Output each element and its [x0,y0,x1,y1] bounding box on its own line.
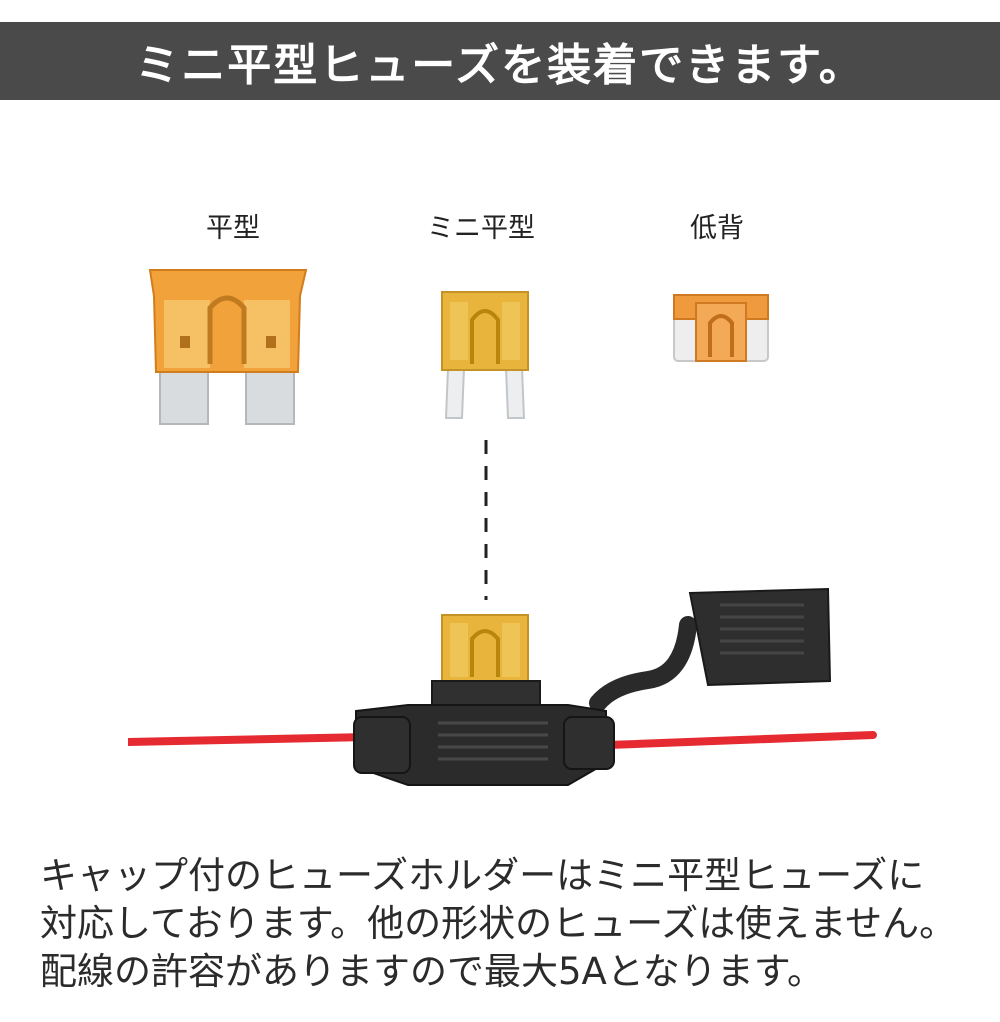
mini-blade-fuse-icon [441,291,529,419]
fuse-label-mini: ミニ平型 [427,213,535,244]
fuse-holder-with-cap-icon [128,587,877,786]
page-title: ミニ平型ヒューズを装着できます。 [135,40,865,91]
caption-line-2: 対応しております。他の形状のヒューズは使えません。 [40,902,957,945]
standard-blade-fuse-icon [148,269,308,425]
caption-line-1: キャップ付のヒューズホルダーはミニ平型ヒューズに [40,854,925,897]
fuse-label-low-profile: 低背 [690,213,744,244]
description-text: キャップ付のヒューズホルダーはミニ平型ヒューズに 対応しております。他の形状のヒ… [40,852,970,996]
dashed-guide-line [484,440,488,600]
fuse-label-standard: 平型 [206,213,260,244]
header-banner: ミニ平型ヒューズを装着できます。 [0,22,1000,100]
caption-line-3: 配線の許容がありますので最大5Aとなります。 [40,950,825,993]
low-profile-fuse-icon [673,294,769,362]
